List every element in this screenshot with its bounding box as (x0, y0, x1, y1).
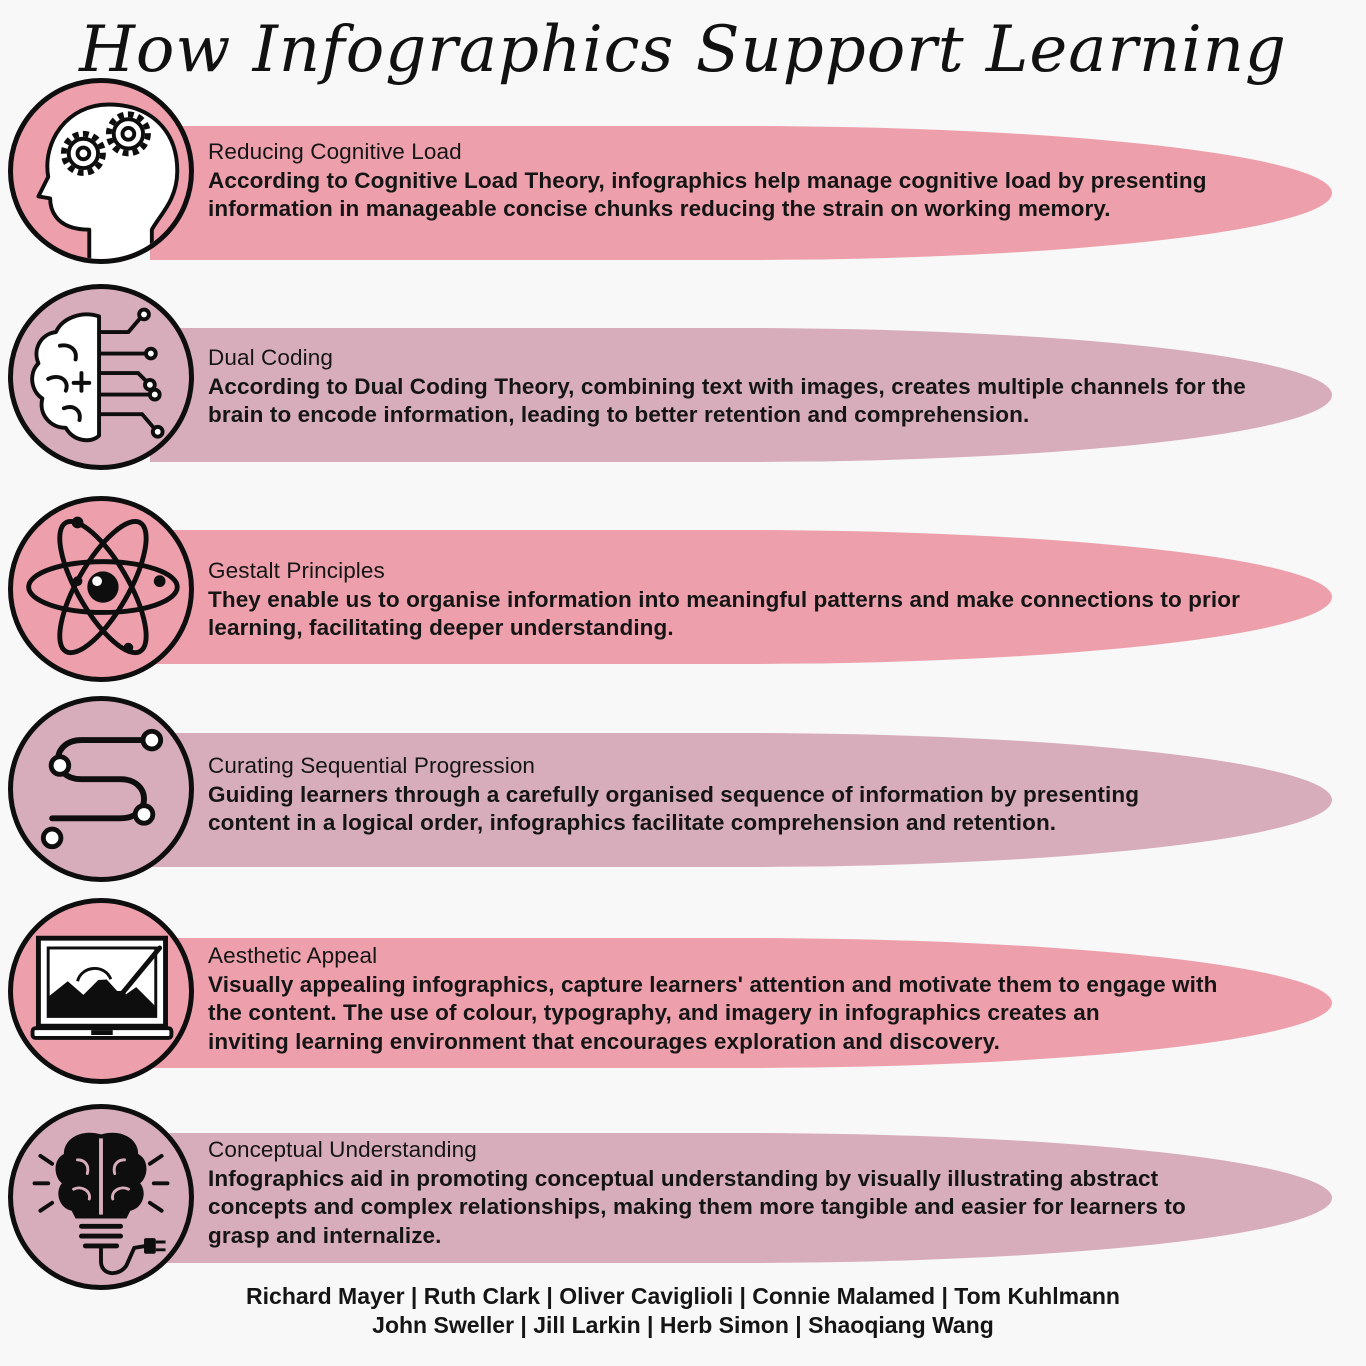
section-band-aesthetic: Aesthetic Appeal Visually appealing info… (150, 938, 1332, 1068)
section-heading: Conceptual Understanding (208, 1137, 477, 1162)
section-text: Aesthetic Appeal Visually appealing info… (208, 942, 1312, 1056)
section-band-cognitive-load: Reducing Cognitive Load According to Cog… (150, 126, 1332, 260)
section-description-line: Visually appealing infographics, capture… (208, 971, 1218, 997)
laptop-painting-icon (8, 898, 194, 1084)
section-description-line: concepts and complex relationships, maki… (208, 1194, 1186, 1219)
section-description-line: inviting learning environment that encou… (208, 1028, 1000, 1054)
section-description-line: Guiding learners through a carefully org… (208, 781, 1140, 807)
section-description-line: brain to encode information, leading to … (208, 402, 1030, 427)
head-gears-icon (8, 78, 194, 264)
section-band-sequential: Curating Sequential Progression Guiding … (150, 733, 1332, 867)
section-heading: Dual Coding (208, 345, 333, 370)
section-text: Curating Sequential Progression Guiding … (208, 752, 1312, 838)
path-icon (8, 696, 194, 882)
brain-circuit-icon (8, 284, 194, 470)
section-band-gestalt: Gestalt Principles They enable us to org… (150, 530, 1332, 664)
section-heading: Aesthetic Appeal (208, 943, 378, 968)
section-text: Dual Coding According to Dual Coding The… (208, 344, 1312, 430)
section-heading: Curating Sequential Progression (208, 753, 536, 778)
section-description-line: learning, facilitating deeper understand… (208, 615, 674, 640)
section-heading: Reducing Cognitive Load (208, 139, 462, 164)
section-band-dual-coding: Dual Coding According to Dual Coding The… (150, 328, 1332, 462)
atom-icon (8, 496, 194, 682)
brain-bulb-icon (8, 1104, 194, 1290)
section-description-line: the content. The use of colour, typograp… (208, 1000, 1100, 1025)
section-description-line: Infographics aid in promoting conceptual… (208, 1165, 1159, 1191)
credits-line: John Sweller | Jill Larkin | Herb Simon … (372, 1312, 994, 1338)
section-description-line: information in manageable concise chunks… (208, 196, 1111, 221)
section-description-line: According to Cognitive Load Theory, info… (208, 167, 1207, 193)
section-description-line: They enable us to organise information i… (208, 586, 1240, 612)
section-text: Reducing Cognitive Load According to Cog… (208, 138, 1312, 224)
section-description-line: content in a logical order, infographics… (208, 810, 1057, 835)
credits: Richard Mayer | Ruth Clark | Oliver Cavi… (0, 1282, 1366, 1340)
section-description-line: According to Dual Coding Theory, combini… (208, 373, 1246, 399)
section-band-conceptual: Conceptual Understanding Infographics ai… (150, 1133, 1332, 1263)
credits-line: Richard Mayer | Ruth Clark | Oliver Cavi… (246, 1283, 1120, 1309)
infographic-title: How Infographics Support Learning (79, 13, 1287, 87)
section-text: Conceptual Understanding Infographics ai… (208, 1136, 1312, 1250)
section-text: Gestalt Principles They enable us to org… (208, 557, 1312, 643)
section-description-line: grasp and internalize. (208, 1222, 442, 1248)
section-heading: Gestalt Principles (208, 558, 385, 583)
